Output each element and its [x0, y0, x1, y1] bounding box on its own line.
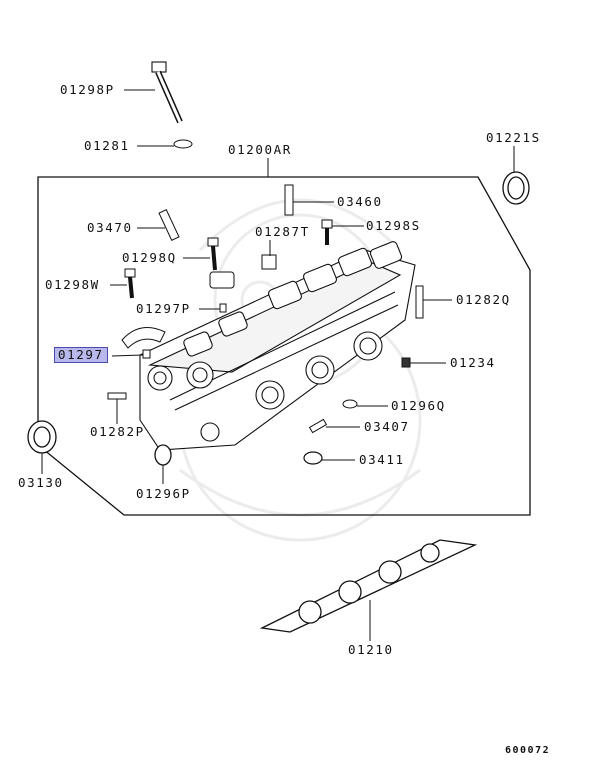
dowel-01297: [142, 349, 151, 359]
ring-03411: [303, 451, 323, 465]
label-03460[interactable]: 03460: [337, 194, 383, 209]
label-01200AR[interactable]: 01200AR: [228, 142, 292, 157]
label-01221S[interactable]: 01221S: [486, 130, 541, 145]
label-01281[interactable]: 01281: [84, 138, 130, 153]
label-01298P[interactable]: 01298P: [60, 82, 115, 97]
label-01296Q[interactable]: 01296Q: [391, 398, 446, 413]
cap-block: [209, 271, 235, 289]
seal-03130: [27, 420, 57, 454]
tube-03470: [158, 209, 180, 241]
washer-01281: [173, 139, 193, 149]
camshaft-caps: [183, 241, 403, 357]
figure-code: 600072: [505, 745, 551, 756]
label-01298Q[interactable]: 01298Q: [122, 250, 177, 265]
plug-01287T: [261, 254, 277, 270]
gasket-01210: [259, 539, 478, 633]
plug-01234: [401, 357, 411, 368]
front-bores: [147, 361, 220, 442]
seal-01221S: [502, 171, 530, 205]
dowel-01297P: [219, 303, 227, 313]
label-01234[interactable]: 01234: [450, 355, 496, 370]
label-01287T[interactable]: 01287T: [255, 224, 310, 239]
cylinder-head: [139, 241, 416, 451]
pin-03407: [308, 418, 328, 434]
label-01298S[interactable]: 01298S: [366, 218, 421, 233]
bolt-01298W: [124, 268, 136, 299]
label-01297P[interactable]: 01297P: [136, 301, 191, 316]
label-03407[interactable]: 03407: [364, 419, 410, 434]
label-01297-highlighted[interactable]: 01297: [54, 347, 108, 363]
label-03470[interactable]: 03470: [87, 220, 133, 235]
bolt-01298Q: [207, 237, 219, 271]
label-03411[interactable]: 03411: [359, 452, 405, 467]
label-01298W[interactable]: 01298W: [45, 277, 100, 292]
stud-01282Q: [415, 285, 424, 319]
label-03130[interactable]: 03130: [18, 475, 64, 490]
leader-lines: [41, 89, 515, 641]
label-01296P[interactable]: 01296P: [136, 486, 191, 501]
intake-ports: [255, 331, 383, 410]
bolt-01298S: [321, 219, 333, 245]
label-01282Q[interactable]: 01282Q: [456, 292, 511, 307]
bolt-01298P: [151, 61, 183, 124]
label-01282P[interactable]: 01282P: [90, 424, 145, 439]
ring-01296P: [154, 444, 172, 466]
pin-03460: [284, 184, 294, 216]
label-01210[interactable]: 01210: [348, 642, 394, 657]
ring-01296Q: [342, 399, 358, 409]
bearing-cap: [121, 327, 166, 349]
stud-01282P: [107, 392, 127, 400]
